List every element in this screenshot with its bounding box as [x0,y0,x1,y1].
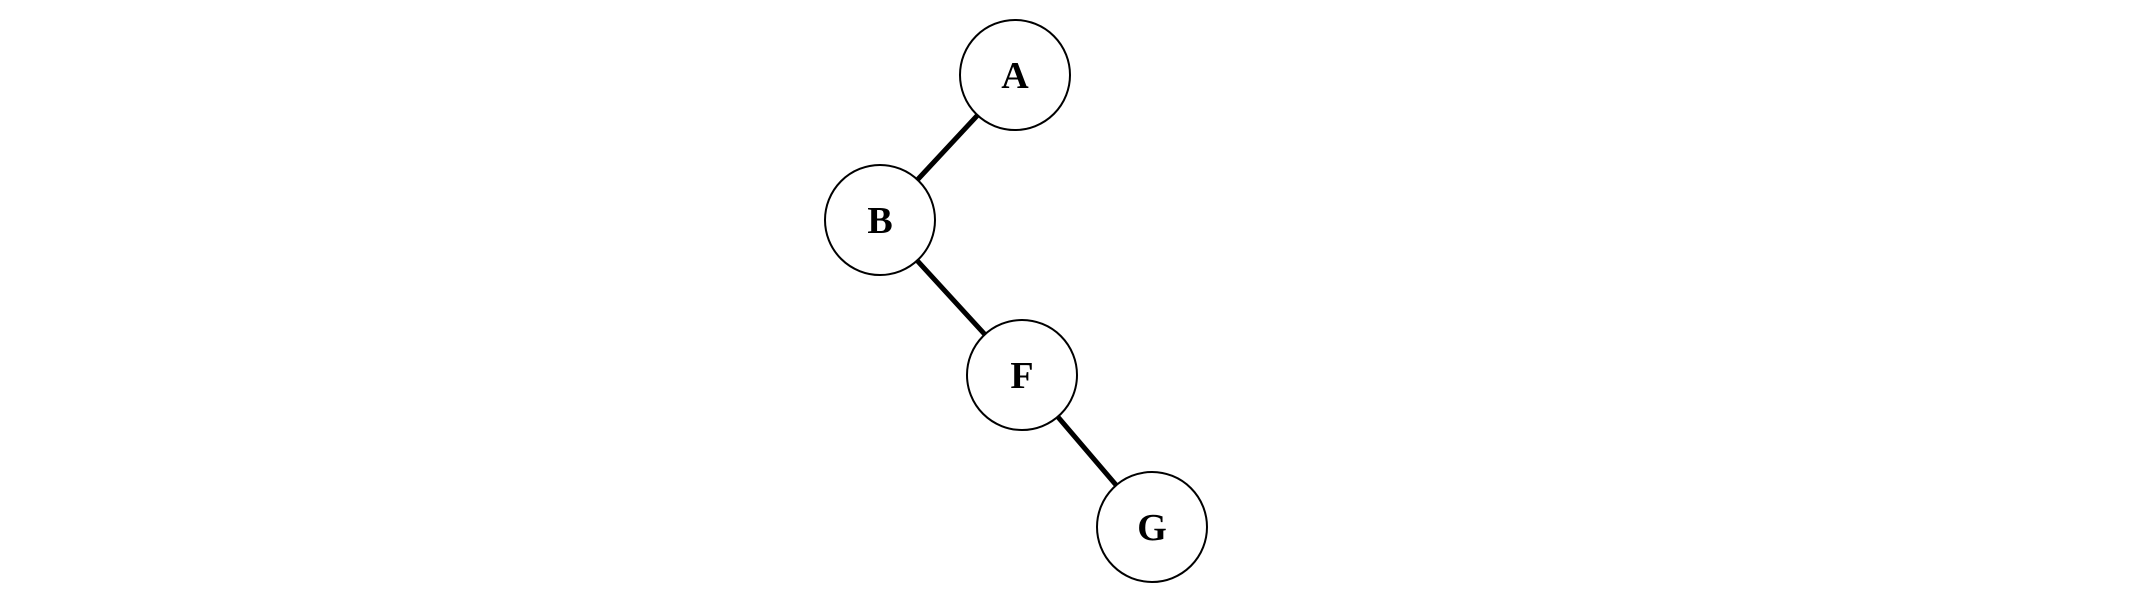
node-circle-a[interactable] [959,19,1071,131]
graph-node-a[interactable]: A [959,19,1071,131]
graph-edge-b-f [915,258,987,337]
node-label-b: B [867,200,892,242]
node-layer: A B F G [824,19,1208,583]
node-circle-f[interactable] [966,319,1078,431]
node-circle-g[interactable] [1096,471,1208,583]
graph-node-g[interactable]: G [1096,471,1208,583]
graph-edge-f-g [1055,415,1119,487]
node-label-g: G [1137,507,1167,549]
graph-node-f[interactable]: F [966,319,1078,431]
graph-edge-a-b [915,113,980,182]
graph-node-b[interactable]: B [824,164,936,276]
node-circle-b[interactable] [824,164,936,276]
edge-layer [915,113,1119,487]
node-label-a: A [1001,55,1029,97]
node-label-f: F [1010,355,1033,397]
